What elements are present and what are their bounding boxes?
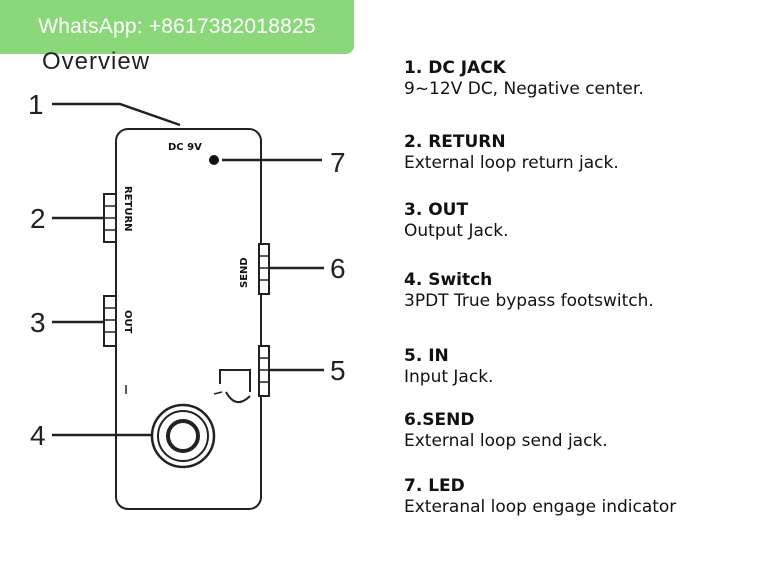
legend-item-desc: Input Jack.: [404, 367, 494, 387]
return-jack-label: RETURN: [122, 186, 133, 232]
in-jack-icon: [258, 345, 270, 397]
legend-item-out: 3. OUT Output Jack.: [404, 200, 508, 242]
callout-7: 7: [330, 147, 346, 178]
whatsapp-banner-text: WhatsApp: +8617382018825: [38, 15, 316, 38]
legend-item-return: 2. RETURN External loop return jack.: [404, 132, 619, 174]
send-jack-icon: [258, 243, 270, 295]
legend-item-title: 6.SEND: [404, 410, 475, 430]
callout-5: 5: [330, 355, 346, 386]
dc-jack-label: DC 9V: [168, 142, 202, 153]
callout-6: 6: [330, 253, 346, 284]
callout-1: 1: [28, 89, 44, 120]
legend-item-send: 6.SEND External loop send jack.: [404, 410, 608, 452]
callout-2: 2: [30, 203, 46, 234]
legend-item-title: 4. Switch: [404, 270, 493, 290]
legend-item-desc: 9~12V DC, Negative center.: [404, 79, 644, 99]
legend-item-desc: Output Jack.: [404, 221, 509, 241]
legend-item-dc-jack: 1. DC JACK 9~12V DC, Negative center.: [404, 58, 644, 100]
whatsapp-banner: WhatsApp: +8617382018825: [0, 0, 354, 54]
legend-item-in: 5. IN Input Jack.: [404, 346, 493, 388]
legend-item-title: 1. DC JACK: [404, 58, 506, 78]
legend-item-title: 2. RETURN: [404, 132, 506, 152]
out-jack-icon: [103, 295, 117, 347]
led-icon: [209, 155, 219, 165]
legend-item-desc: Exteranal loop engage indicator: [404, 497, 677, 517]
send-jack-label: SEND: [239, 257, 250, 288]
legend-item-led: 7. LED Exteranal loop engage indicator: [404, 476, 676, 518]
legend-item-title: 5. IN: [404, 346, 449, 366]
overview-title: Overview: [42, 48, 151, 75]
legend-item-title: 3. OUT: [404, 200, 469, 220]
callout-3: 3: [30, 307, 46, 338]
legend-item-desc: 3PDT True bypass footswitch.: [404, 291, 654, 311]
legend-item-title: 7. LED: [404, 476, 465, 496]
legend-item-switch: 4. Switch 3PDT True bypass footswitch.: [404, 270, 654, 312]
legend-item-desc: External loop send jack.: [404, 431, 608, 451]
legend-item-desc: External loop return jack.: [404, 153, 619, 173]
out-jack-label: OUT: [122, 310, 133, 334]
pedal-diagram: DC 9V RETURN OUT SEND 1 2 3 4 5 6 7: [28, 89, 346, 510]
callout-4: 4: [30, 420, 46, 451]
